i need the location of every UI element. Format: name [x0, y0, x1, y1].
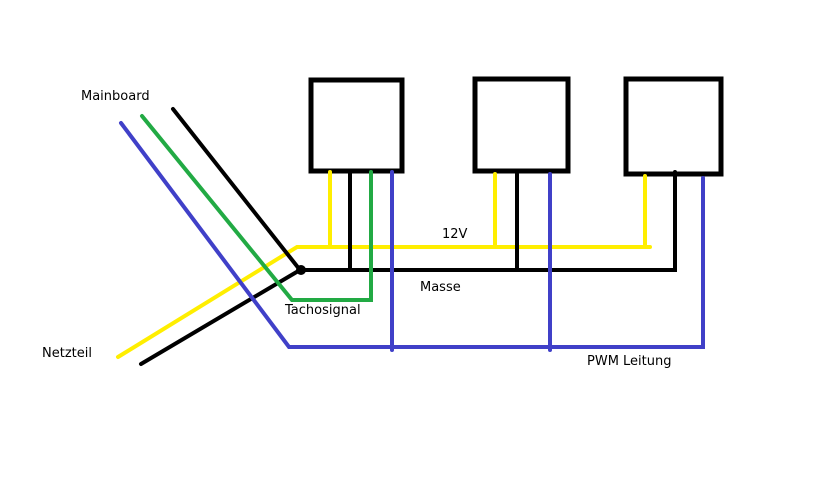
label-mainboard: Mainboard	[81, 89, 150, 104]
wire-pwm-bus	[119, 121, 705, 349]
label-pwm-leitung: PWM Leitung	[587, 354, 672, 369]
wire-masse-bus	[298, 170, 677, 272]
fan-2-box	[472, 76, 571, 174]
wire-tachosignal	[140, 114, 373, 302]
label-netzteil: Netzteil	[42, 346, 92, 361]
label-masse: Masse	[420, 280, 461, 295]
wire-masse-netzteil	[139, 268, 302, 366]
fan-1-box	[308, 77, 405, 174]
wire-12v-netzteil	[116, 245, 652, 359]
fan-3-box	[623, 76, 724, 177]
wire-masse-mainboard	[171, 107, 302, 272]
label-12v: 12V	[442, 227, 468, 242]
label-tachosignal: Tachosignal	[285, 303, 361, 318]
junction-node	[296, 265, 306, 275]
